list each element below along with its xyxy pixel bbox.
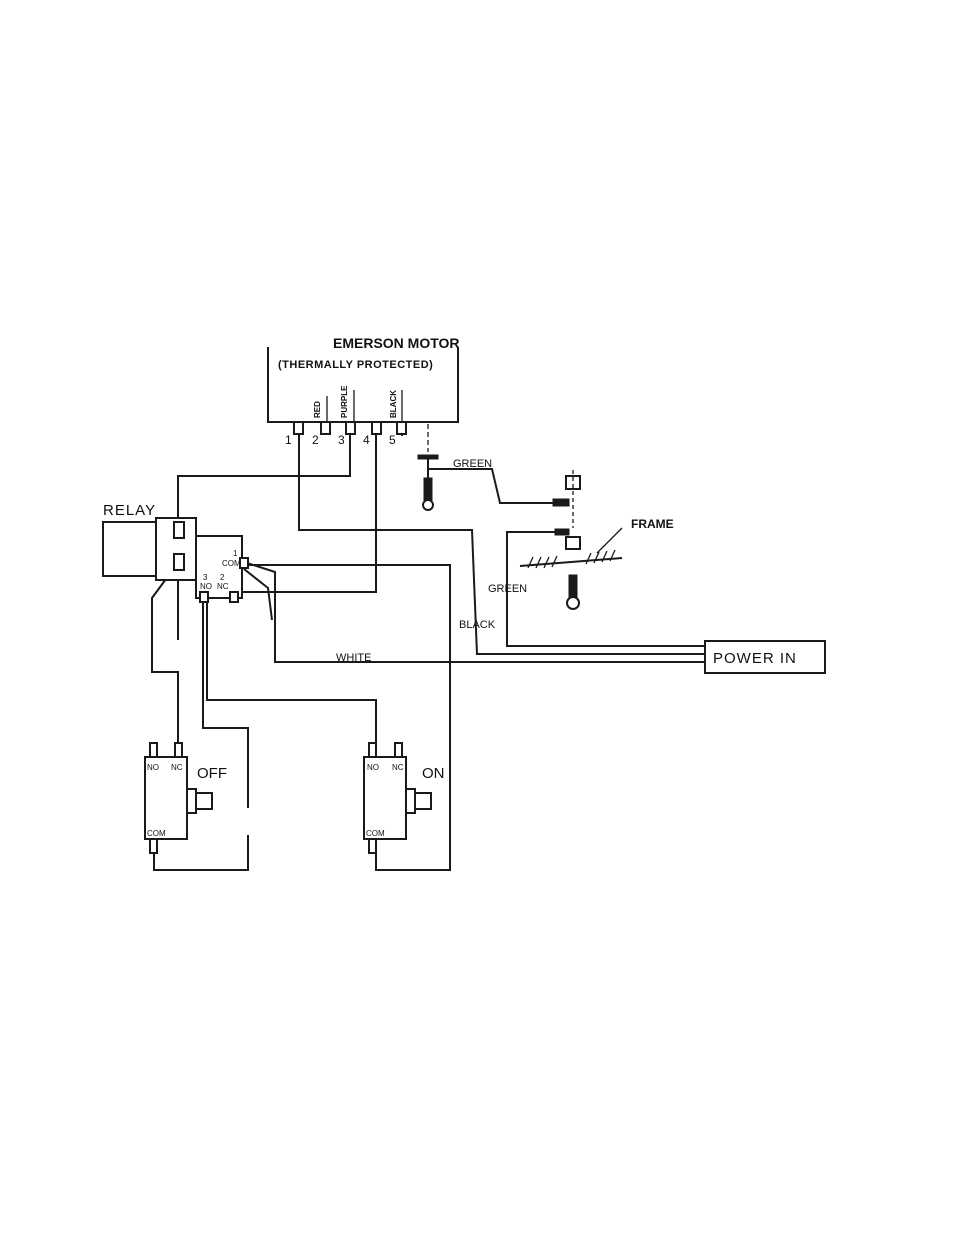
off-switch-label: OFF — [197, 765, 227, 782]
purple-wire — [178, 434, 350, 520]
ground-screw-head — [423, 500, 433, 510]
relay-nc-terminal — [230, 592, 238, 602]
no-to-on-no-wire — [207, 598, 376, 745]
ground-assembly: GREEN FRAME GREEN — [418, 424, 705, 646]
motor-wire-purple-label: PURPLE — [340, 385, 349, 418]
white-wire-label: WHITE — [336, 652, 371, 664]
motor-terminal-3 — [346, 422, 355, 434]
relay-nc-label: NC — [217, 582, 229, 591]
green-wire-top — [428, 469, 555, 503]
motor-terminal-2 — [321, 422, 330, 434]
on-switch-com-terminal — [369, 839, 376, 853]
off-switch-no-label: NO — [147, 763, 159, 772]
on-switch-com-label: COM — [366, 829, 385, 838]
coil-to-off-wire — [152, 560, 180, 745]
power-in-label: POWER IN — [713, 650, 797, 667]
relay-label: RELAY — [103, 502, 156, 519]
black-wire — [299, 434, 705, 654]
off-switch-nc-terminal — [175, 743, 182, 757]
on-switch-nc-terminal — [395, 743, 402, 757]
black-wire-label: BLACK — [459, 619, 496, 631]
on-switch: NO NC COM ON — [364, 743, 445, 853]
ground-washer — [418, 455, 438, 459]
off-switch-com-terminal — [150, 839, 157, 853]
green-wire-lower-label: GREEN — [488, 583, 527, 595]
relay: RELAY 1 COM 3 NO 2 NC — [103, 502, 248, 602]
relay-no-pin: 3 — [203, 573, 208, 582]
green-wire-lower — [507, 532, 705, 646]
motor-terminal-1-label: 1 — [285, 433, 292, 447]
frame-leader — [597, 528, 622, 553]
off-switch-com-label: COM — [147, 829, 166, 838]
motor-terminal-4 — [372, 422, 381, 434]
on-switch-no-label: NO — [367, 763, 379, 772]
power-cord: POWER IN — [705, 641, 825, 673]
frame-label: FRAME — [631, 517, 674, 531]
relay-com-terminal — [240, 558, 248, 568]
on-switch-no-terminal — [369, 743, 376, 757]
frame-plate — [520, 558, 622, 566]
motor-wire-black-label: BLACK — [389, 390, 398, 418]
relay-com-pin: 1 — [233, 549, 238, 558]
off-switch-no-terminal — [150, 743, 157, 757]
motor-terminal-3-label: 3 — [338, 433, 345, 447]
green-wire-top-lug — [553, 499, 569, 506]
motor-title: EMERSON MOTOR — [333, 335, 460, 351]
relay-nc-pin: 2 — [220, 573, 225, 582]
frame-screw — [569, 575, 577, 597]
green-wire-top-label: GREEN — [453, 458, 492, 470]
motor-terminal-4-label: 4 — [363, 433, 370, 447]
relay-coil-terminal-bottom — [174, 554, 184, 570]
relay-coil-terminal-top — [174, 522, 184, 538]
com-branch-wire — [244, 569, 272, 620]
motor-terminal-2-label: 2 — [312, 433, 319, 447]
off-switch-collar — [187, 789, 196, 813]
on-switch-label: ON — [422, 765, 445, 782]
off-com-return-wire — [154, 835, 248, 870]
emerson-motor: EMERSON MOTOR (THERMALLY PROTECTED) RED … — [268, 335, 460, 447]
relay-com-label: COM — [222, 559, 241, 568]
relay-no-terminal — [200, 592, 208, 602]
on-switch-nc-label: NC — [392, 763, 404, 772]
off-switch: NO NC COM OFF — [145, 743, 227, 853]
motor-terminal-5 — [397, 422, 406, 434]
frame-screw-head — [567, 597, 579, 609]
ground-screw — [424, 478, 432, 500]
motor-terminal-1 — [294, 422, 303, 434]
relay-no-label: NO — [200, 582, 212, 591]
relay-coil-body — [103, 522, 156, 576]
off-switch-button[interactable] — [196, 793, 212, 809]
on-switch-collar — [406, 789, 415, 813]
motor-wire-red-label: RED — [313, 401, 322, 418]
on-switch-button[interactable] — [415, 793, 431, 809]
motor-subtitle: (THERMALLY PROTECTED) — [278, 359, 433, 371]
green-wire-lower-lug — [555, 529, 569, 535]
off-switch-nc-label: NC — [171, 763, 183, 772]
motor-terminal-5-label: 5 — [389, 433, 396, 447]
frame-nut-lower — [566, 537, 580, 549]
